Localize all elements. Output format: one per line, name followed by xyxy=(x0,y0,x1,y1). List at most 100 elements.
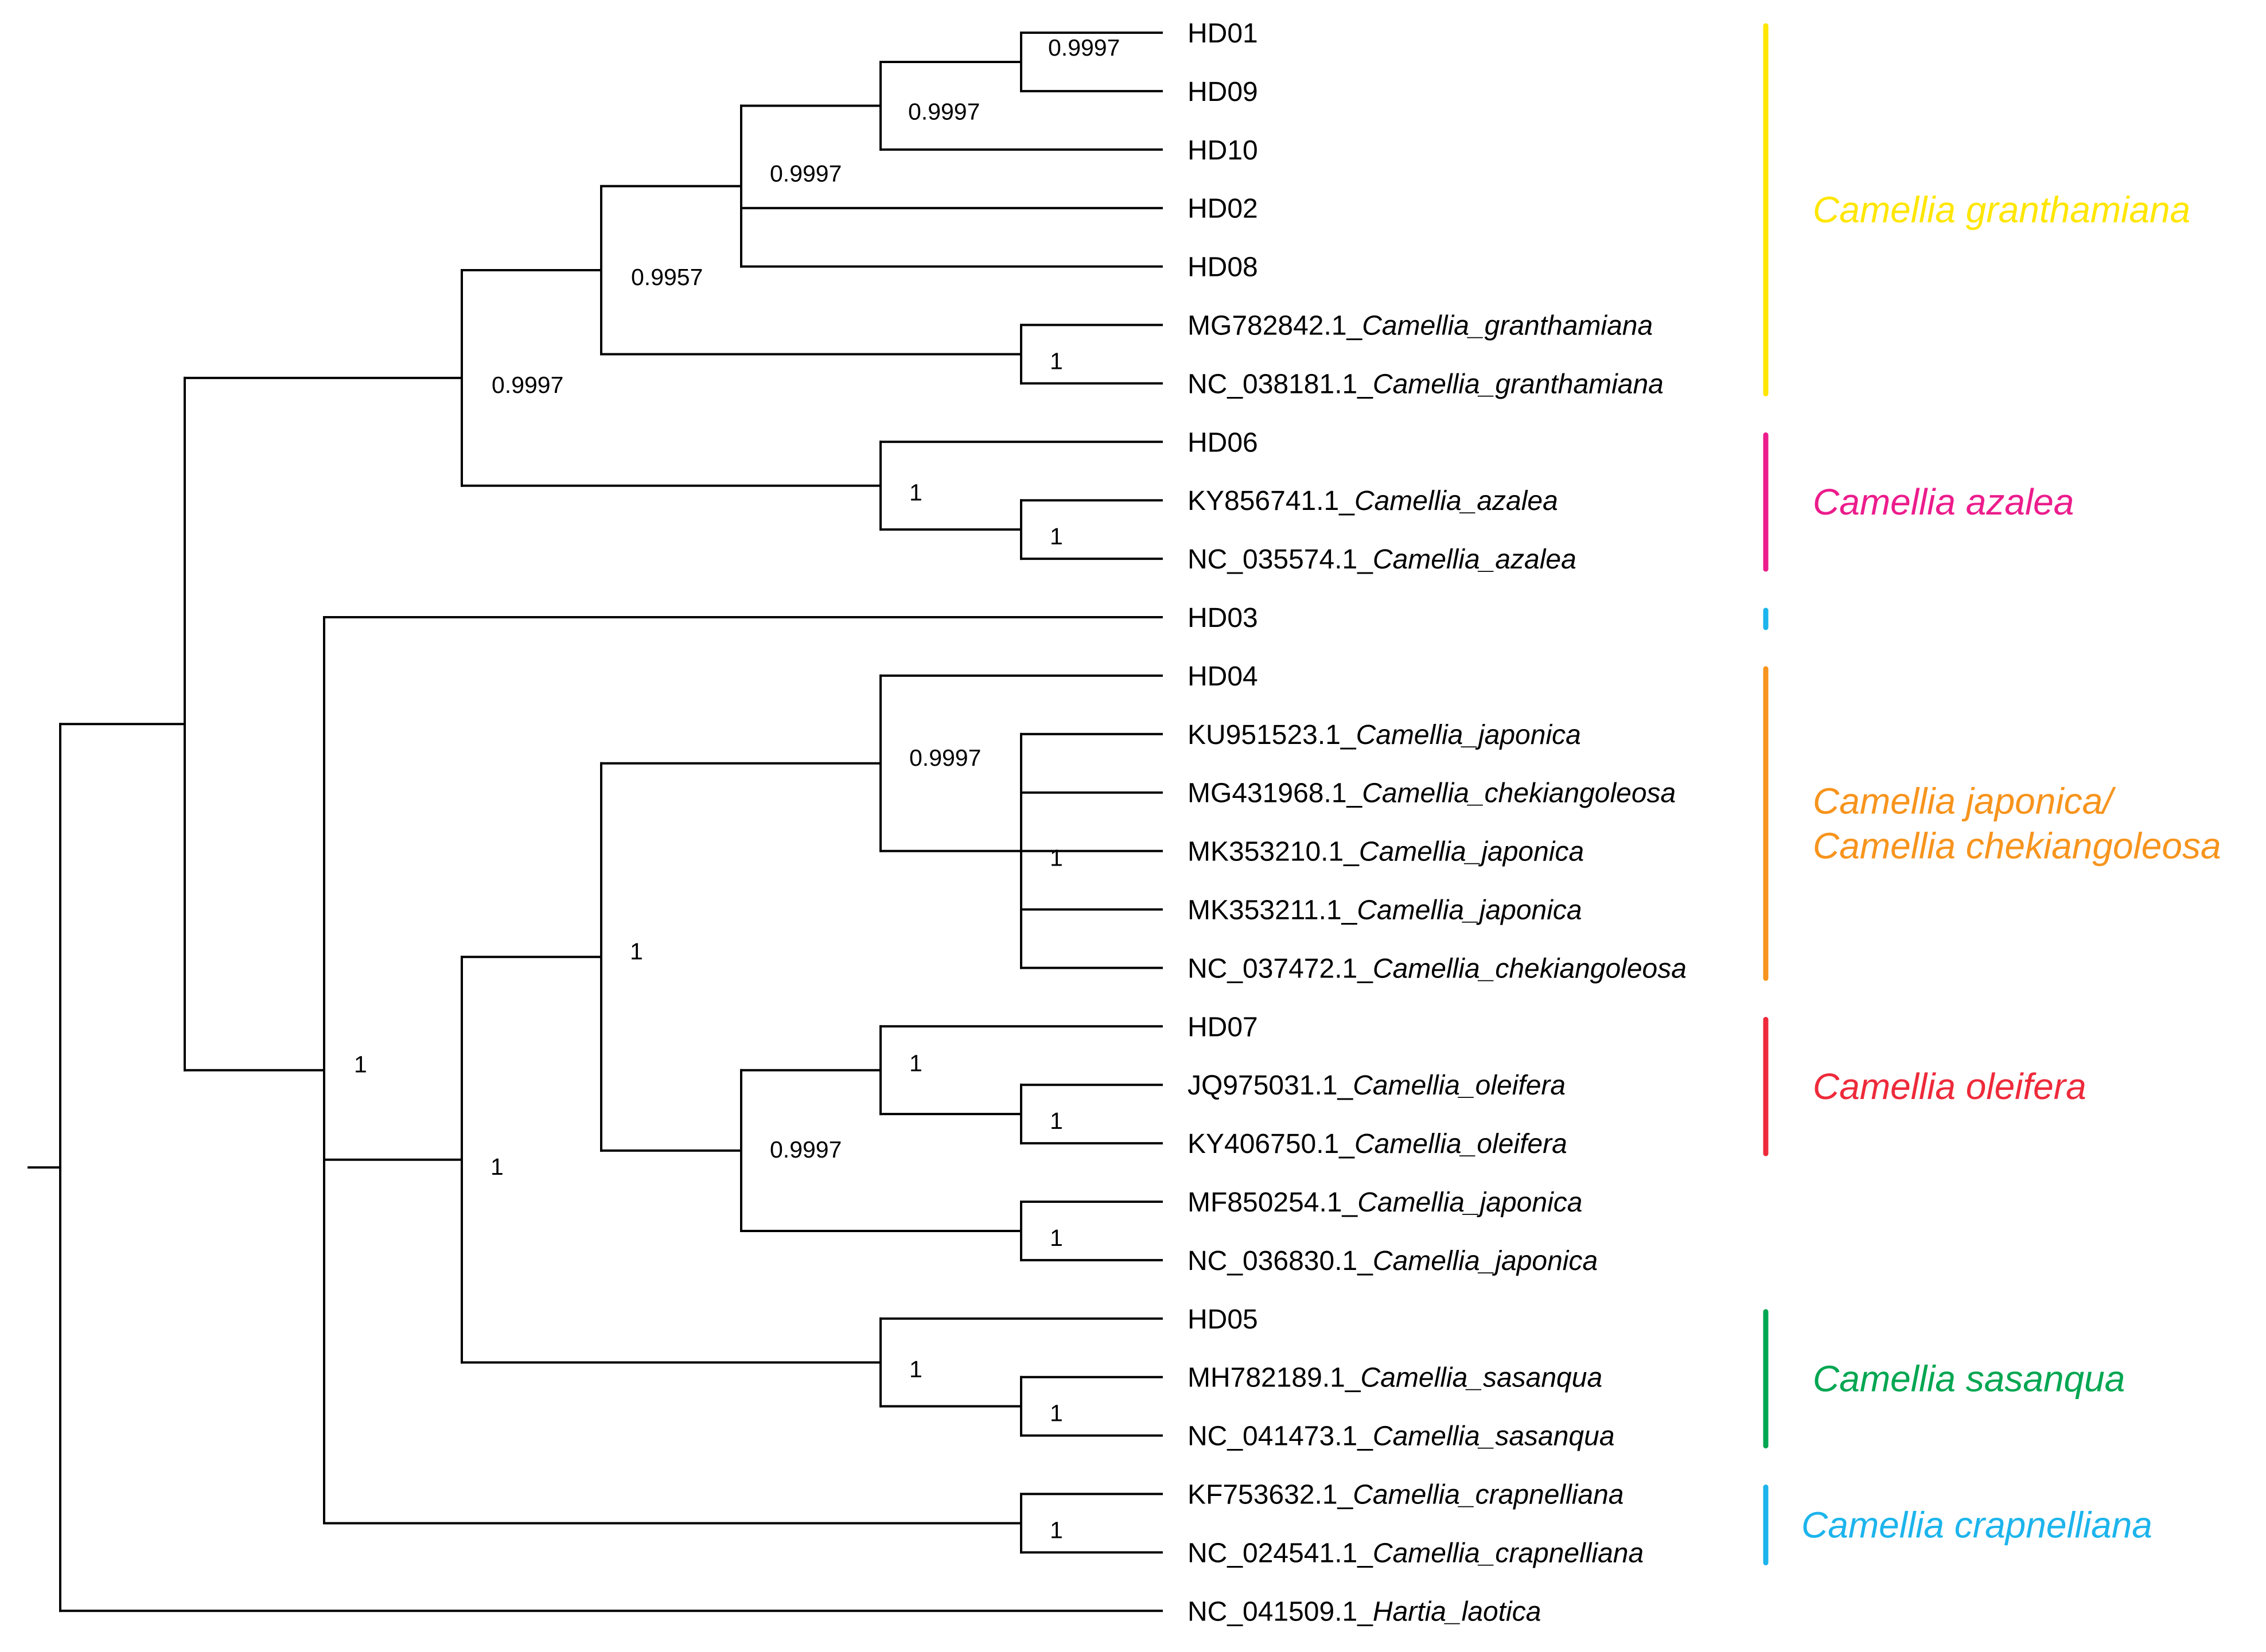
tip-label-MG782842: MG782842.1_Camellia_granthamiana xyxy=(1187,311,1653,341)
tip-label-MF850254: MF850254.1_Camellia_japonica xyxy=(1187,1187,1582,1218)
support-value-n_aza: 1 xyxy=(909,480,922,506)
tip-accession: MH782189.1_ xyxy=(1187,1363,1361,1393)
tip-label-NC_041473: NC_041473.1_Camellia_sasanqua xyxy=(1187,1421,1615,1452)
tip-accession: HD09 xyxy=(1187,77,1258,107)
tip-species: Camellia_chekiangoleosa xyxy=(1362,778,1676,809)
tip-label-HD09: HD09 xyxy=(1187,77,1258,107)
tip-species: Camellia_azalea xyxy=(1354,486,1558,516)
tip-accession: NC_041509.1_ xyxy=(1187,1596,1373,1627)
support-value-n_jap_ole: 1 xyxy=(630,938,643,964)
tip-species: Camellia_japonica xyxy=(1357,895,1582,926)
tip-accession: KF753632.1_ xyxy=(1187,1480,1354,1510)
tip-species: Camellia_japonica xyxy=(1359,837,1584,867)
tip-species: Camellia_sasanqua xyxy=(1373,1421,1615,1452)
clade-label-granthamiana: Camellia granthamiana xyxy=(1813,189,2190,231)
tip-label-HD06: HD06 xyxy=(1187,427,1258,458)
tip-species: Camellia_japonica xyxy=(1356,720,1581,750)
support-value-n_core: 1 xyxy=(490,1154,504,1180)
tip-species: Camellia_japonica xyxy=(1373,1246,1598,1276)
tip-accession: NC_024541.1_ xyxy=(1187,1538,1373,1568)
tip-species: Camellia_sasanqua xyxy=(1361,1363,1603,1393)
support-value-n_hd_five: 0.9997 xyxy=(770,160,842,186)
tip-label-HD10: HD10 xyxy=(1187,135,1258,166)
clade-label-japonica: Camellia japonica/ xyxy=(1813,781,2116,822)
tip-accession: MG782842.1_ xyxy=(1187,311,1363,341)
tip-labels: HD01HD09HD10HD02HD08MG782842.1_Camellia_… xyxy=(1187,18,1687,1627)
tip-label-MK353210: MK353210.1_Camellia_japonica xyxy=(1187,837,1584,867)
support-value-n_big: 1 xyxy=(354,1051,367,1078)
clade-label-crapnelliana: Camellia crapnelliana xyxy=(1801,1504,2152,1545)
tip-species: Camellia_chekiangoleosa xyxy=(1373,953,1687,984)
tip-label-NC_037472: NC_037472.1_Camellia_chekiangoleosa xyxy=(1187,953,1687,984)
support-value-n_ole: 1 xyxy=(909,1050,922,1077)
tip-species: Camellia_oleifera xyxy=(1354,1129,1567,1159)
tip-label-NC_035574: NC_035574.1_Camellia_azalea xyxy=(1187,544,1576,575)
tip-accession: NC_038181.1_ xyxy=(1187,369,1373,399)
tip-accession: HD05 xyxy=(1187,1304,1258,1335)
tip-label-HD02: HD02 xyxy=(1187,194,1258,224)
support-value-n_hd_trio: 0.9997 xyxy=(908,98,980,124)
tip-label-NC_024541: NC_024541.1_Camellia_crapnelliana xyxy=(1187,1538,1644,1568)
support-value-n_mf_nc: 1 xyxy=(1050,1225,1063,1251)
tip-accession: NC_035574.1_ xyxy=(1187,544,1373,575)
tip-label-NC_041509: NC_041509.1_Hartia_laotica xyxy=(1187,1596,1541,1627)
tip-label-HD04: HD04 xyxy=(1187,661,1258,692)
support-value-n_ole_mf: 0.9997 xyxy=(770,1136,842,1163)
tip-species: Camellia_oleifera xyxy=(1353,1070,1566,1101)
tip-species: Camellia_crapnelliana xyxy=(1373,1538,1644,1568)
tip-species: Camellia_granthamiana xyxy=(1373,369,1664,399)
support-value-n_gran: 0.9957 xyxy=(631,264,703,290)
tip-label-KU951523: KU951523.1_Camellia_japonica xyxy=(1187,720,1581,750)
tip-accession: HD02 xyxy=(1187,194,1258,224)
tip-accession: KY856741.1_ xyxy=(1187,486,1355,516)
tip-label-NC_038181: NC_038181.1_Camellia_granthamiana xyxy=(1187,369,1664,399)
tree-branches xyxy=(28,32,1163,1612)
support-value-n_jap_poly: 1 xyxy=(1050,845,1063,871)
tip-species: Hartia_laotica xyxy=(1373,1596,1541,1627)
tip-label-HD07: HD07 xyxy=(1187,1012,1258,1042)
tip-label-MH782189: MH782189.1_Camellia_sasanqua xyxy=(1187,1363,1602,1393)
tip-species: Camellia_japonica xyxy=(1357,1187,1582,1218)
tip-label-HD01: HD01 xyxy=(1187,18,1258,49)
tip-label-HD05: HD05 xyxy=(1187,1304,1258,1335)
tip-label-KY406750: KY406750.1_Camellia_oleifera xyxy=(1187,1129,1567,1159)
clade-label-japonica: Camellia chekiangoleosa xyxy=(1813,825,2221,867)
support-value-n_ole_ref: 1 xyxy=(1050,1108,1063,1134)
tip-label-MG431968: MG431968.1_Camellia_chekiangoleosa xyxy=(1187,778,1676,809)
support-value-n_gran_aza: 0.9997 xyxy=(492,372,563,398)
support-value-n_aza_ref: 1 xyxy=(1050,523,1063,550)
tip-species: Camellia_azalea xyxy=(1373,544,1576,575)
tip-accession: HD07 xyxy=(1187,1012,1258,1042)
tip-label-KF753632: KF753632.1_Camellia_crapnelliana xyxy=(1187,1480,1624,1510)
tip-label-KY856741: KY856741.1_Camellia_azalea xyxy=(1187,486,1558,516)
support-values: 0.9997 0.9997 0.9997 1 0.9957 1 1 0.9997 1 0.9997… xyxy=(354,34,1120,1543)
tip-accession: HD03 xyxy=(1187,603,1258,633)
clade-label-sasanqua: Camellia sasanqua xyxy=(1813,1358,2125,1400)
tip-accession: HD04 xyxy=(1187,661,1258,692)
tip-label-HD08: HD08 xyxy=(1187,252,1258,283)
tip-label-MK353211: MK353211.1_Camellia_japonica xyxy=(1187,895,1582,926)
tip-label-JQ975031: JQ975031.1_Camellia_oleifera xyxy=(1187,1070,1566,1101)
support-value-n_crap: 1 xyxy=(1050,1517,1063,1543)
tip-accession: HD10 xyxy=(1187,135,1258,166)
tip-accession: HD01 xyxy=(1187,18,1258,49)
tip-accession: KY406750.1_ xyxy=(1187,1129,1355,1159)
tip-accession: MK353211.1_ xyxy=(1187,895,1358,926)
tip-accession: KU951523.1_ xyxy=(1187,720,1357,750)
tip-accession: JQ975031.1_ xyxy=(1187,1070,1354,1101)
tip-accession: MG431968.1_ xyxy=(1187,778,1363,809)
tip-accession: MK353210.1_ xyxy=(1187,837,1360,867)
support-value-n_sas_ref: 1 xyxy=(1050,1400,1063,1427)
tip-accession: NC_036830.1_ xyxy=(1187,1246,1373,1276)
tip-accession: HD06 xyxy=(1187,427,1258,458)
support-value-n_gran_ref: 1 xyxy=(1050,348,1063,374)
tip-label-NC_036830: NC_036830.1_Camellia_japonica xyxy=(1187,1246,1598,1276)
tip-species: Camellia_granthamiana xyxy=(1362,311,1653,341)
support-value-n_sas: 1 xyxy=(909,1356,922,1382)
tip-species: Camellia_crapnelliana xyxy=(1353,1480,1623,1510)
support-value-n_hd01_hd09: 0.9997 xyxy=(1048,34,1120,61)
tip-accession: MF850254.1_ xyxy=(1187,1187,1358,1218)
support-value-n_jap: 0.9997 xyxy=(909,745,981,771)
